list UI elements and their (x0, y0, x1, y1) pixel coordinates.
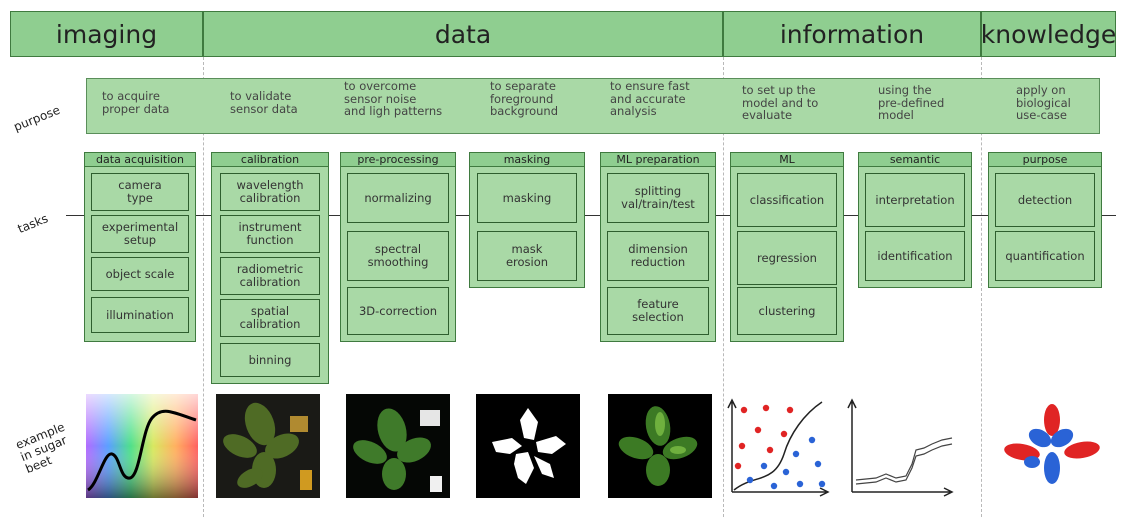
row-label-example: example in sugar beet (13, 419, 69, 477)
purpose-text: apply on biological use-case (1016, 83, 1071, 122)
stage-header-imaging: imaging (10, 11, 203, 57)
stage-divider (723, 57, 724, 517)
panel-title: ML preparation (601, 153, 715, 167)
panel-calibration: calibration wavelength calibration instr… (211, 152, 329, 384)
task-box: experimental setup (91, 215, 189, 253)
purpose-band (86, 78, 1100, 134)
task-box: quantification (995, 231, 1095, 281)
task-box: classification (737, 173, 837, 227)
spectral-line-plot (847, 398, 954, 497)
classified-leaf-image (1004, 404, 1100, 484)
task-box: 3D-correction (347, 287, 449, 335)
panel-title: purpose (989, 153, 1101, 167)
panel-title: masking (470, 153, 584, 167)
panel-title: data acquisition (85, 153, 195, 167)
task-box: spatial calibration (220, 299, 320, 337)
panel-data-acquisition: data acquisition camera type experimenta… (84, 152, 196, 342)
panel-purpose: purpose detection quantification (988, 152, 1102, 288)
task-box: detection (995, 173, 1095, 227)
purpose-text: to validate sensor data (230, 89, 298, 116)
task-box: normalizing (347, 173, 449, 223)
row-label-purpose: purpose (11, 102, 63, 135)
stage-label: imaging (55, 19, 158, 49)
purpose-text: to ensure fast and accurate analysis (610, 79, 690, 118)
panel-title: calibration (212, 153, 328, 167)
purpose-text: to overcome sensor noise and ligh patter… (344, 79, 443, 118)
task-box: dimension reduction (607, 231, 709, 281)
task-box: identification (865, 231, 965, 281)
panel-ml-preparation: ML preparation splitting val/train/test … (600, 152, 716, 342)
task-box: radiometric calibration (220, 257, 320, 295)
classification-scatter-plot (727, 398, 830, 497)
task-box: illumination (91, 297, 189, 333)
panel-title: pre-processing (341, 153, 455, 167)
task-box: clustering (737, 287, 837, 335)
task-box: wavelength calibration (220, 173, 320, 211)
purpose-text: to set up the model and to evaluate (742, 83, 819, 122)
task-box: feature selection (607, 287, 709, 335)
task-box: splitting val/train/test (607, 173, 709, 223)
stage-header-data: data (203, 11, 723, 57)
preprocessed-leaf-image (346, 394, 450, 498)
panel-title: ML (731, 153, 843, 167)
task-box: instrument function (220, 215, 320, 253)
panel-semantic: semantic interpretation identification (858, 152, 972, 288)
stage-label: information (779, 19, 925, 49)
task-box: masking (477, 173, 577, 223)
panel-ml: ML classification regression clustering (730, 152, 844, 342)
panel-masking: masking masking mask erosion (469, 152, 585, 288)
spectrum-color-chart (86, 394, 198, 498)
task-box: spectral smoothing (347, 231, 449, 281)
stage-divider (981, 57, 982, 517)
task-box: mask erosion (477, 231, 577, 281)
task-box: interpretation (865, 173, 965, 227)
raw-leaf-image (216, 394, 320, 498)
binary-mask-image (476, 394, 580, 498)
task-box: camera type (91, 173, 189, 211)
task-box: binning (220, 343, 320, 377)
stage-header-information: information (723, 11, 981, 57)
stage-header-knowledge: knowledge (981, 11, 1116, 57)
row-label-tasks: tasks (15, 211, 51, 237)
purpose-text: to separate foreground background (490, 79, 559, 118)
masked-leaf-image (608, 394, 712, 498)
task-connector-line (66, 215, 1116, 216)
stage-label: knowledge (980, 19, 1117, 49)
panel-pre-processing: pre-processing normalizing spectral smoo… (340, 152, 456, 342)
stage-label: data (434, 19, 492, 49)
panel-title: semantic (859, 153, 971, 167)
task-box: regression (737, 231, 837, 285)
purpose-text: to acquire proper data (102, 89, 170, 116)
purpose-text: using the pre-defined model (878, 83, 945, 122)
stage-divider (203, 57, 204, 517)
task-box: object scale (91, 257, 189, 291)
